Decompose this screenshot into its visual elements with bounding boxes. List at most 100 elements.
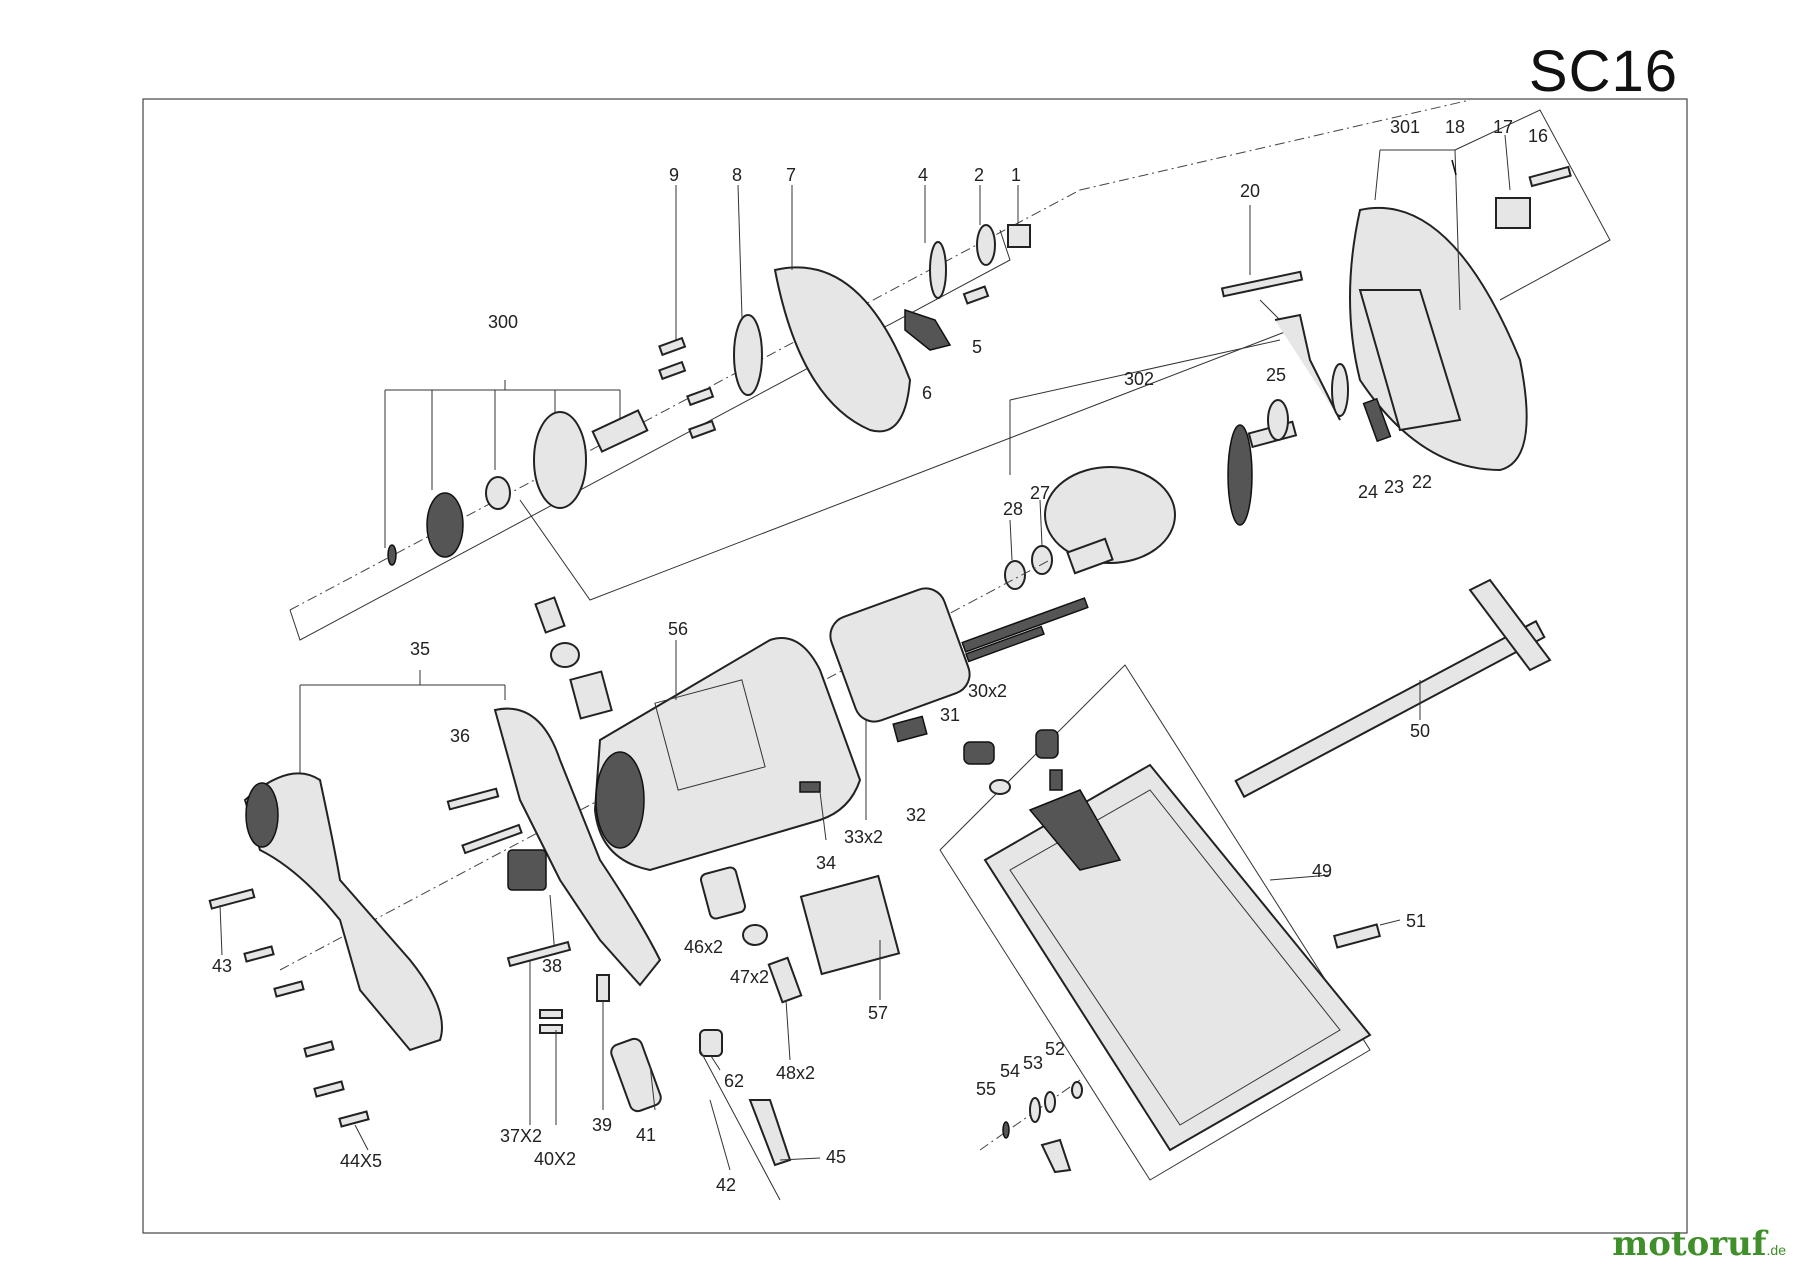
callout-46x2: 46x2 — [684, 937, 724, 957]
group-302-outline — [519, 299, 1291, 601]
callout-38: 38 — [542, 956, 563, 976]
callout-30x2: 30x2 — [968, 681, 1008, 701]
plug-inlet — [534, 596, 566, 634]
knob-a — [963, 741, 995, 765]
spring-23 — [1362, 397, 1392, 443]
motor-housing-56 — [593, 637, 862, 872]
callout-28: 28 — [1003, 499, 1024, 519]
bolt-1 — [1007, 224, 1031, 248]
brand-name: motoruf — [1612, 1224, 1767, 1264]
callout-18: 18 — [1445, 117, 1466, 137]
callout-34: 34 — [816, 853, 837, 873]
screw-43 — [208, 888, 256, 910]
group-300-parts — [384, 380, 649, 566]
bearing-17 — [1495, 197, 1531, 229]
callout-52: 52 — [1045, 1039, 1066, 1059]
brand-suffix: .de — [1766, 1242, 1786, 1258]
base-plate-49 — [983, 763, 1372, 1152]
axis-upper-2 — [1079, 99, 1471, 191]
callout-301: 301 — [1390, 117, 1421, 137]
callout-44x5: 44X5 — [340, 1151, 383, 1171]
callout-40x2: 40X2 — [534, 1149, 577, 1169]
knob-b — [1035, 729, 1059, 759]
callout-20: 20 — [1240, 181, 1261, 201]
diagram-frame — [142, 98, 1688, 1234]
callout-6: 6 — [922, 383, 933, 403]
spring-8 — [733, 314, 763, 396]
callout-35: 35 — [410, 639, 431, 659]
washer-47 — [742, 924, 768, 946]
screw-48 — [767, 956, 803, 1004]
armature-302 — [1009, 339, 1298, 575]
callout-62: 62 — [724, 1071, 745, 1091]
spring-b — [1049, 769, 1063, 791]
clip-34 — [799, 781, 821, 793]
callout-302: 302 — [1124, 369, 1155, 389]
callout-4: 4 — [918, 165, 929, 185]
base-group-outline — [939, 664, 1371, 1181]
callout-8: 8 — [732, 165, 743, 185]
callout-23: 23 — [1384, 477, 1405, 497]
callout-9: 9 — [669, 165, 680, 185]
handle-35 — [243, 670, 662, 1052]
callout-41: 41 — [636, 1125, 657, 1145]
pins-9 — [658, 185, 717, 440]
callout-47x2: 47x2 — [730, 967, 770, 987]
bushing — [569, 670, 613, 720]
pin-20 — [1220, 270, 1304, 298]
screw-16 — [1528, 165, 1572, 188]
callout-25: 25 — [1266, 365, 1287, 385]
rip-fence-50 — [1234, 578, 1552, 799]
gear-housing-301 — [1349, 109, 1611, 472]
model-title: SC16 — [1528, 39, 1678, 104]
bushing-46 — [700, 866, 746, 920]
callout-36: 36 — [450, 726, 471, 746]
screw-37 — [506, 940, 572, 968]
callout-300: 300 — [488, 312, 519, 332]
callout-5: 5 — [972, 337, 983, 357]
field-coil-31 — [829, 587, 1089, 723]
callout-56: 56 — [668, 619, 689, 639]
callout-39: 39 — [592, 1115, 613, 1135]
axis-upper — [289, 189, 1081, 611]
callout-1: 1 — [1011, 165, 1022, 185]
callout-2: 2 — [974, 165, 985, 185]
screw-40a — [539, 1009, 563, 1019]
brush-cover-32 — [892, 715, 928, 743]
screws-44 — [243, 945, 370, 1151]
brand-logo: motoruf.de — [1612, 1224, 1786, 1264]
callout-53: 53 — [1023, 1053, 1044, 1073]
callout-27: 27 — [1030, 483, 1051, 503]
group-300-outline — [289, 229, 1011, 641]
callout-31: 31 — [940, 705, 961, 725]
switch-38 — [507, 849, 547, 891]
washer-a — [989, 779, 1011, 795]
callout-50: 50 — [1410, 721, 1431, 741]
washer-4 — [929, 241, 947, 299]
screw-36 — [446, 787, 500, 811]
lever-6 — [904, 308, 952, 351]
bolt-51 — [1332, 923, 1382, 949]
bearing-28 — [1004, 560, 1026, 590]
callout-49: 49 — [1312, 861, 1333, 881]
washer-24 — [1331, 363, 1349, 417]
flange-2 — [976, 224, 996, 266]
callout-54: 54 — [1000, 1061, 1021, 1081]
callout-24: 24 — [1358, 482, 1379, 502]
callout-45: 45 — [826, 1147, 847, 1167]
screw-40b — [539, 1024, 563, 1034]
callout-42: 42 — [716, 1175, 737, 1195]
callout-51: 51 — [1406, 911, 1427, 931]
screw-36b — [461, 823, 523, 855]
screw-5 — [962, 285, 990, 305]
callout-33x2: 33x2 — [844, 827, 884, 847]
label-57 — [799, 874, 901, 976]
lock-41 — [610, 1037, 662, 1113]
grommet — [550, 642, 580, 668]
callout-16: 16 — [1528, 126, 1549, 146]
callout-17: 17 — [1493, 117, 1514, 137]
callout-7: 7 — [786, 165, 797, 185]
